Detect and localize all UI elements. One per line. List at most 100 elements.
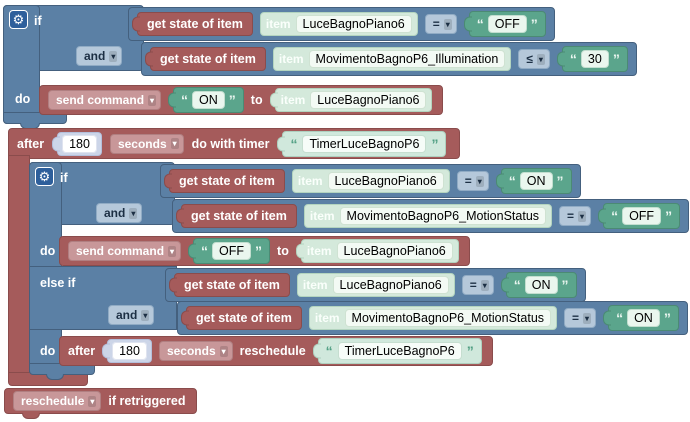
string-value-block[interactable]: “ 30 ” xyxy=(561,46,628,72)
item-label: item xyxy=(265,17,291,31)
string-value-field[interactable]: OFF xyxy=(622,207,662,225)
item-block[interactable]: item LuceBagnoPiano6 xyxy=(291,169,450,193)
timer-name-block[interactable]: “ TimerLuceBagnoP6 ” xyxy=(282,130,447,157)
item-name-field[interactable]: MovimentoBagnoP6_MotionStatus xyxy=(339,207,547,225)
gear-glyph: ⚙ xyxy=(38,169,51,184)
dropdown-arrow-icon: ▾ xyxy=(170,138,179,149)
send-command-dropdown[interactable]: send command ▾ xyxy=(48,90,162,110)
item-name-field[interactable]: LuceBagnoPiano6 xyxy=(327,172,444,190)
get-state-block[interactable]: get state of item xyxy=(181,204,297,228)
item-name-field[interactable]: LuceBagnoPiano6 xyxy=(332,276,449,294)
string-value-field[interactable]: OFF xyxy=(212,242,252,260)
string-value-block[interactable]: “ OFF ” xyxy=(603,203,681,229)
string-value-block[interactable]: “ OFF ” xyxy=(193,238,271,264)
item-block[interactable]: item LuceBagnoPiano6 xyxy=(296,273,455,297)
operator-dropdown[interactable]: ≤ ▾ xyxy=(518,49,550,69)
do-label: do xyxy=(15,92,31,106)
condition-block[interactable]: get state of item item MovimentoBagnoP6_… xyxy=(177,301,688,335)
timer-name-field[interactable]: TimerLuceBagnoP6 xyxy=(337,342,462,360)
time-unit-dropdown[interactable]: seconds ▾ xyxy=(158,341,233,361)
close-quote: ” xyxy=(255,243,263,259)
dropdown-arrow-icon: ▾ xyxy=(141,309,150,321)
condition-block[interactable]: get state of item item MovimentoBagnoP6_… xyxy=(172,199,690,233)
string-value-field[interactable]: 30 xyxy=(580,50,609,68)
dropdown-arrow-icon: ▾ xyxy=(168,245,177,257)
dropdown-arrow-icon: ▾ xyxy=(583,312,592,324)
reschedule-if-retriggered-block[interactable]: reschedule ▾ if retriggered xyxy=(4,388,197,414)
string-value-field[interactable]: ON xyxy=(524,276,558,294)
operator-dropdown[interactable]: = ▾ xyxy=(559,206,592,226)
send-command-dropdown[interactable]: send command ▾ xyxy=(68,241,182,261)
get-state-block[interactable]: get state of item xyxy=(150,47,266,71)
get-state-block[interactable]: get state of item xyxy=(137,12,253,36)
after-label: after xyxy=(68,344,96,358)
item-block[interactable]: item LuceBagnoPiano6 xyxy=(274,88,433,112)
string-value-block[interactable]: “ OFF ” xyxy=(468,11,546,37)
number-block[interactable]: 180 xyxy=(107,339,152,363)
item-name-field[interactable]: LuceBagnoPiano6 xyxy=(295,15,412,33)
condition-block[interactable]: get state of item item LuceBagnoPiano6 =… xyxy=(165,268,586,302)
after-reschedule-block[interactable]: after 180 seconds ▾ reschedule “ TimerLu… xyxy=(59,336,493,366)
item-label: item xyxy=(314,311,340,325)
and-dropdown[interactable]: and ▾ xyxy=(96,203,143,223)
string-value-field[interactable]: ON xyxy=(192,91,225,109)
and-value: and xyxy=(84,49,106,63)
number-block[interactable]: 180 xyxy=(57,131,102,156)
string-value-block[interactable]: “ ON ” xyxy=(173,87,244,113)
string-value-field[interactable]: OFF xyxy=(487,15,527,33)
close-quote: ” xyxy=(466,343,474,359)
open-quote: “ xyxy=(181,92,189,108)
operator-dropdown[interactable]: = ▾ xyxy=(456,171,489,191)
if-retriggered-label: if retriggered xyxy=(108,394,186,408)
close-quote: ” xyxy=(663,310,671,326)
get-state-block[interactable]: get state of item xyxy=(186,306,302,330)
close-quote: ” xyxy=(431,135,439,152)
get-state-block[interactable]: get state of item xyxy=(169,169,285,193)
to-label: to xyxy=(277,244,289,258)
item-block[interactable]: item MovimentoBagnoP6_Illumination xyxy=(272,47,512,71)
condition-block[interactable]: get state of item item MovimentoBagnoP6_… xyxy=(141,42,637,76)
string-value-block[interactable]: “ ON ” xyxy=(500,168,572,194)
delay-field[interactable]: 180 xyxy=(62,134,97,153)
and-dropdown[interactable]: and ▾ xyxy=(76,46,123,66)
item-name-field[interactable]: MovimentoBagnoP6_Illumination xyxy=(308,50,506,68)
send-command-block[interactable]: send command ▾ “ ON ” to item LuceBagnoP… xyxy=(39,85,444,115)
item-block[interactable]: item LuceBagnoPiano6 xyxy=(259,12,418,36)
string-value-block[interactable]: “ ON ” xyxy=(505,272,577,298)
item-block[interactable]: item MovimentoBagnoP6_MotionStatus xyxy=(308,306,558,330)
operator-dropdown[interactable]: = ▾ xyxy=(564,308,597,328)
gear-icon[interactable]: ⚙ xyxy=(35,167,54,186)
item-name-field[interactable]: MovimentoBagnoP6_MotionStatus xyxy=(344,309,552,327)
operator-value: = xyxy=(567,209,575,223)
timer-name-block[interactable]: “ TimerLuceBagnoP6 ” xyxy=(317,338,482,364)
close-quote: ” xyxy=(556,173,564,189)
condition-block[interactable]: get state of item item LuceBagnoPiano6 =… xyxy=(160,164,581,198)
open-quote: “ xyxy=(201,243,209,259)
operator-dropdown[interactable]: = ▾ xyxy=(461,275,494,295)
string-value-field[interactable]: ON xyxy=(519,172,553,190)
condition-block[interactable]: get state of item item LuceBagnoPiano6 =… xyxy=(128,7,555,41)
after-timer-block-spine[interactable] xyxy=(8,155,30,380)
item-name-field[interactable]: LuceBagnoPiano6 xyxy=(310,91,427,109)
time-unit-dropdown[interactable]: seconds ▾ xyxy=(109,133,184,154)
item-block[interactable]: item LuceBagnoPiano6 xyxy=(300,239,459,263)
open-quote: “ xyxy=(513,277,521,293)
get-state-block[interactable]: get state of item xyxy=(174,273,290,297)
operator-value: = xyxy=(464,174,472,188)
timer-name-field[interactable]: TimerLuceBagnoP6 xyxy=(302,134,427,153)
delay-field[interactable]: 180 xyxy=(112,342,147,360)
reschedule-mode-value: reschedule xyxy=(21,394,85,408)
string-value-block[interactable]: “ ON ” xyxy=(608,305,679,331)
operator-dropdown[interactable]: = ▾ xyxy=(424,14,457,34)
open-quote: “ xyxy=(569,51,577,67)
after-timer-block-header[interactable]: after 180 seconds ▾ do with timer “ Time… xyxy=(8,128,460,159)
reschedule-mode-dropdown[interactable]: reschedule ▾ xyxy=(13,391,102,411)
item-block[interactable]: item MovimentoBagnoP6_MotionStatus xyxy=(303,204,553,228)
item-name-field[interactable]: LuceBagnoPiano6 xyxy=(336,242,453,260)
gear-icon[interactable]: ⚙ xyxy=(9,10,28,29)
do-label: do xyxy=(40,244,56,258)
send-command-block[interactable]: send command ▾ “ OFF ” to item LuceBagno… xyxy=(59,236,470,266)
string-value-field[interactable]: ON xyxy=(627,309,660,327)
and-dropdown[interactable]: and ▾ xyxy=(108,305,155,325)
